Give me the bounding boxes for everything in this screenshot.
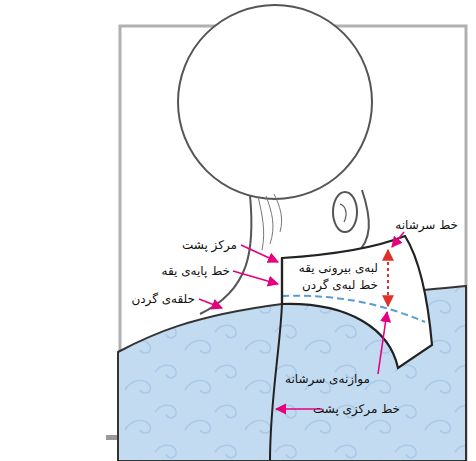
neck-edge-line <box>282 296 425 322</box>
part-label: حلقه‌ی گردن <box>131 292 195 306</box>
center-back-line <box>270 304 282 461</box>
part-label: خط لبه‌ی گردن <box>302 278 378 292</box>
shoulder-line <box>387 250 389 306</box>
head <box>178 5 372 199</box>
part-label: خط سرشانه <box>395 218 458 232</box>
collar <box>282 236 432 368</box>
part-label: موازنه‌ی سرشانه <box>285 372 370 386</box>
jaw <box>356 190 369 254</box>
hair-strands <box>258 194 282 250</box>
neck-outline <box>200 195 252 314</box>
leader-lines <box>199 232 404 409</box>
ear <box>333 192 357 232</box>
part-label: خط پایه‌ی یقه <box>162 264 230 278</box>
part-label: لبه‌ی بیرونی یقه <box>299 261 378 275</box>
part-label: خط مرکزی پشت <box>313 402 400 416</box>
part-label: مرکز پشت <box>182 238 237 252</box>
